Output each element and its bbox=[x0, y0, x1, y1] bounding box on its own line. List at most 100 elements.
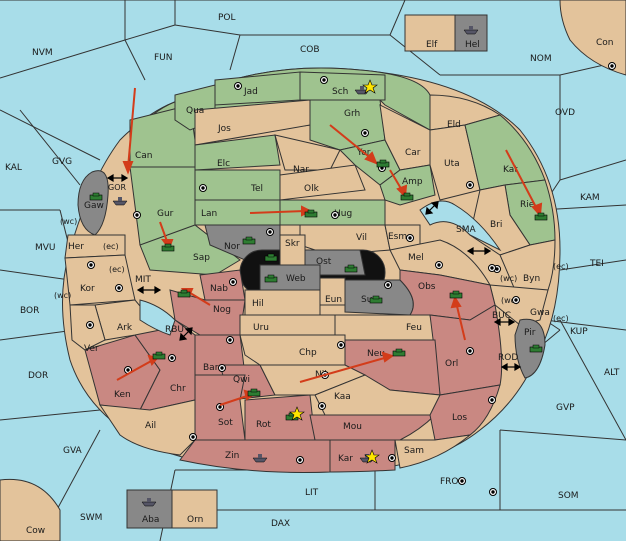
label-can: Can bbox=[135, 151, 153, 161]
sea-label-bor: BOR bbox=[20, 306, 39, 316]
sea-label-lit: LIT bbox=[305, 488, 319, 498]
supply-center-icon bbox=[361, 129, 369, 137]
territory-sam[interactable] bbox=[394, 434, 472, 469]
label-vil: Vil bbox=[356, 233, 367, 243]
arrow-head-icon bbox=[122, 161, 134, 175]
label-eld: Eld bbox=[447, 120, 461, 130]
coast-label: (ec) bbox=[109, 265, 125, 274]
territory-aba[interactable] bbox=[126, 489, 173, 529]
territory-tel[interactable] bbox=[194, 169, 281, 201]
sea-inlet-sma bbox=[419, 200, 502, 252]
fleet-icon bbox=[112, 197, 128, 206]
army-icon bbox=[247, 388, 261, 397]
star-icon bbox=[362, 79, 378, 94]
label-los: Los bbox=[452, 413, 467, 423]
label-gwa: Gwa bbox=[530, 308, 550, 318]
supply-center-icon bbox=[384, 281, 392, 289]
territory-elf[interactable] bbox=[404, 14, 456, 52]
sea-label-kam: KAM bbox=[580, 193, 600, 203]
territory-con[interactable] bbox=[559, 0, 626, 76]
label-sot: Sot bbox=[218, 418, 233, 428]
army-icon bbox=[529, 344, 543, 353]
move-arrow bbox=[249, 210, 306, 214]
sea-label-ovd: OVD bbox=[555, 108, 575, 118]
supply-center-icon bbox=[320, 76, 328, 84]
double-arrow-icon bbox=[179, 327, 193, 341]
sea-label-gvp: GVP bbox=[556, 403, 575, 413]
coast-label: (wc) bbox=[60, 217, 77, 226]
label-rot: Rot bbox=[256, 420, 271, 430]
supply-center-icon bbox=[86, 321, 94, 329]
label-hel: Hel bbox=[465, 40, 480, 50]
sea-label-pol: POL bbox=[218, 13, 236, 23]
territory-rot[interactable] bbox=[244, 394, 316, 441]
territory-uta[interactable] bbox=[429, 124, 481, 201]
double-arrow-icon bbox=[493, 317, 516, 327]
territory-kor[interactable] bbox=[64, 254, 136, 306]
sea-label-kal: KAL bbox=[5, 163, 22, 173]
sea-label-rbu: RBU bbox=[165, 325, 184, 335]
supply-center-icon bbox=[388, 454, 396, 462]
sea-label-gvg: GVG bbox=[52, 157, 72, 167]
territory-cow[interactable] bbox=[0, 478, 61, 541]
fleet-icon bbox=[463, 26, 479, 35]
supply-center-icon bbox=[234, 82, 242, 90]
label-mel: Mel bbox=[408, 253, 424, 263]
supply-center-icon bbox=[488, 264, 496, 272]
label-bri: Bri bbox=[490, 220, 502, 230]
coast-labels: (wc) (ec) (ec) (wc) (wc) (ec) (wc) (ec) bbox=[54, 217, 569, 323]
coast-label: (wc) bbox=[501, 296, 518, 305]
label-eun: Eun bbox=[325, 295, 342, 305]
territory-orn[interactable] bbox=[171, 489, 218, 529]
double-arrow-icon bbox=[425, 201, 439, 215]
label-kor: Kor bbox=[80, 284, 95, 294]
arrow-head-icon bbox=[364, 151, 378, 165]
coast-label: (wc) bbox=[500, 274, 517, 283]
sea-label-buc: BUC bbox=[492, 311, 511, 321]
territory-elc[interactable] bbox=[194, 134, 281, 171]
label-bar: Bar bbox=[203, 363, 219, 373]
sea-label-dor: DOR bbox=[28, 371, 48, 381]
label-nar: Nar bbox=[293, 165, 309, 175]
territory-ail[interactable] bbox=[98, 399, 196, 456]
move-arrow bbox=[299, 356, 389, 383]
sea-label-mit: MIT bbox=[135, 275, 151, 285]
supply-center-icon bbox=[458, 477, 466, 485]
label-feu: Feu bbox=[406, 323, 422, 333]
move-arrow bbox=[455, 301, 466, 341]
army-icon bbox=[376, 159, 390, 168]
army-icon bbox=[177, 289, 191, 298]
label-nab: Nab bbox=[210, 284, 228, 294]
label-uru: Uru bbox=[253, 323, 269, 333]
coast-label: (ec) bbox=[103, 242, 119, 251]
label-gur: Gur bbox=[157, 209, 174, 219]
army-icon bbox=[264, 274, 278, 283]
coast-label: (wc) bbox=[54, 291, 71, 300]
sea-label-sma: SMA bbox=[456, 225, 476, 235]
army-icon bbox=[152, 351, 166, 360]
label-orn: Orn bbox=[187, 515, 203, 525]
sea-label-som: SOM bbox=[558, 491, 579, 501]
coast-label: (ec) bbox=[553, 314, 569, 323]
arrow-head-icon bbox=[381, 351, 395, 363]
label-lan: Lan bbox=[201, 209, 217, 219]
land-labels: Con Cow Elf Hel Aba Orn Jad Sch Qua Jos … bbox=[26, 38, 614, 536]
territory-olk[interactable] bbox=[279, 164, 366, 201]
territory-obs[interactable] bbox=[399, 269, 496, 321]
territory-kar[interactable] bbox=[329, 439, 396, 473]
sea-label-nvm: NVM bbox=[32, 48, 53, 58]
move-arrow bbox=[116, 359, 154, 381]
label-ark: Ark bbox=[117, 323, 133, 333]
army-icon bbox=[400, 192, 414, 201]
territory-chp[interactable] bbox=[239, 334, 346, 366]
label-qua: Qua bbox=[186, 106, 204, 116]
label-kat: Kat bbox=[503, 165, 518, 175]
double-arrow-icon bbox=[136, 285, 162, 295]
star-icon bbox=[364, 449, 380, 464]
label-her: Her bbox=[68, 242, 84, 252]
label-jad: Jad bbox=[243, 87, 258, 97]
supply-center-icon bbox=[608, 62, 616, 70]
label-jos: Jos bbox=[217, 124, 231, 134]
sea-label-alt: ALT bbox=[604, 368, 620, 378]
